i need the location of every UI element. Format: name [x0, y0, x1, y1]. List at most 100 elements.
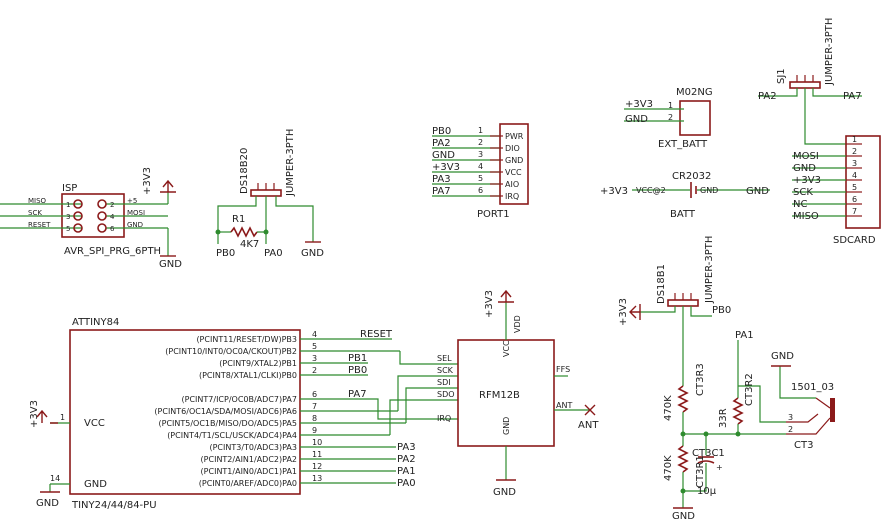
- batt-left-net: +3V3: [600, 186, 628, 197]
- attiny-num-9: 9: [312, 426, 317, 435]
- attiny-label-pa5: (PCINT5/OC1B/MISO/DO/ADC5)PA5: [159, 419, 298, 428]
- ct-rbot-name: CT3R1: [695, 455, 706, 488]
- sdcard-pin-7: 7: [852, 207, 857, 216]
- attiny-net-pa1: PA1: [397, 466, 416, 477]
- ct-rmid-value: 33R: [718, 408, 729, 428]
- port1-pin-5: 5: [478, 174, 483, 183]
- batt-vcc-pin: VCC@2: [636, 186, 666, 195]
- rfm-pin-sdo: SDO: [437, 390, 455, 399]
- isp-label-mosi: MOSI: [127, 209, 145, 217]
- port1-pin-6: 6: [478, 186, 483, 195]
- r1-value: 4K7: [240, 239, 259, 250]
- ext-batt-net-2: GND: [625, 114, 648, 125]
- ds18b1-jumper: DS18B1 JUMPER-3PTH +3V3 PB0: [618, 236, 731, 326]
- attiny-pin-row-pb1: (PCINT9/XTAL2)PB1 3 PB1: [219, 353, 368, 368]
- attiny-num-5: 5: [312, 342, 317, 351]
- attiny-gnd-symbol: GND: [36, 498, 59, 509]
- attiny-num-2: 2: [312, 366, 317, 375]
- r1-name: R1: [232, 214, 245, 225]
- sdcard-pin-2: 2: [852, 147, 857, 156]
- ct-jack-value: 1501_03: [791, 382, 834, 393]
- sdcard-label-miso: MISO: [793, 211, 819, 222]
- attiny-net-pa7: PA7: [348, 389, 367, 400]
- sj1-name: SJ1: [776, 68, 787, 84]
- attiny-name: ATTINY84: [72, 317, 119, 328]
- port1-pin-2: 2: [478, 138, 483, 147]
- ds18b1-value: JUMPER-3PTH: [704, 236, 715, 304]
- batt-gnd-pin: GND: [700, 186, 718, 195]
- attiny-label-pa0: (PCINT0/AREF/ADC0)PA0: [199, 479, 297, 488]
- port1-connector: PB0 PA2 GND +3V3 PA3 PA7 1 2 3 4 5 6 PWR…: [432, 123, 529, 220]
- port1-net-1: PB0: [432, 126, 451, 137]
- rfm-vcc-pin: VCC: [502, 340, 511, 357]
- attiny-num-3: 3: [312, 354, 317, 363]
- sdcard-pin-5: 5: [852, 183, 857, 192]
- sdcard-label-nc: NC: [793, 199, 807, 210]
- ds18b1-net-pb0: PB0: [712, 305, 731, 316]
- isp-label-miso: MISO: [28, 197, 47, 205]
- sj1-jumper: SJ1 JUMPER-3PTH PA2 PA7: [758, 18, 862, 145]
- coin-battery: CR2032 +3V3 VCC@2 GND GND BATT: [600, 171, 770, 220]
- attiny-value: TINY24/44/84-PU: [71, 500, 157, 511]
- ds18b20-net-pa0: PA0: [264, 248, 283, 259]
- ct-jack-name: CT3: [794, 440, 813, 451]
- ds18b1-name: DS18B1: [656, 264, 667, 304]
- batt-value: CR2032: [672, 171, 711, 182]
- isp-pin-1: 1: [66, 201, 70, 209]
- port1-label-pwr: PWR: [505, 132, 524, 141]
- sdcard-label-sck: SCK: [793, 187, 813, 198]
- attiny-supply-label: +3V3: [29, 400, 40, 428]
- attiny-num-10: 10: [312, 438, 322, 447]
- attiny-gnd-pin: 14: [50, 474, 60, 483]
- rfm-pin-irq: IRQ: [437, 414, 451, 423]
- rfm-pin-sck: SCK: [437, 366, 454, 375]
- attiny-net-pa2: PA2: [397, 454, 416, 465]
- attiny-pin-row-pa0: (PCINT0/AREF/ADC0)PA0 13 PA0: [199, 474, 416, 489]
- port1-label-aio: AIO: [505, 180, 519, 189]
- isp-pin-5: 5: [66, 225, 70, 233]
- attiny-pin-row-pa2: (PCINT2/AIN1/ADC2)PA2 11 PA2: [201, 450, 416, 465]
- attiny-vcc-pin: 1: [60, 413, 65, 422]
- ext-batt-pin-2: 2: [668, 113, 673, 122]
- attiny-label-pa3: (PCINT3/T0/ADC3)PA3: [209, 443, 297, 452]
- attiny-pin-row-pa6: (PCINT6/OC1A/SDA/MOSI/ADC6)PA6 7: [154, 402, 398, 416]
- port1-net-4: +3V3: [432, 162, 460, 173]
- sdcard-connector: MOSI GND +3V3 SCK NC MISO 1 2 3 4 5 6 7 …: [792, 135, 881, 246]
- rfm-supply-label: +3V3: [484, 290, 495, 318]
- ct-jack-pin-3: 3: [788, 413, 793, 422]
- rfm-pin-ffs: FFS: [556, 365, 570, 374]
- port1-pin-4: 4: [478, 162, 483, 171]
- ds18b20-value: JUMPER-3PTH: [285, 129, 296, 197]
- isp-pin-6: 6: [110, 225, 115, 233]
- ext-batt-value: M02NG: [676, 87, 713, 98]
- sdcard-pin-3: 3: [852, 159, 857, 168]
- attiny-pin-row-pb2: (PCINT10/INT0/OC0A/CKOUT)PB2 5: [165, 342, 400, 356]
- port1-pin-3: 3: [478, 150, 483, 159]
- batt-name: BATT: [670, 209, 696, 220]
- attiny84-mcu: ATTINY84 TINY24/44/84-PU VCC 1 +3V3 GND …: [29, 317, 458, 511]
- sdcard-pin-4: 4: [852, 171, 857, 180]
- rfm-gnd-pin: GND: [502, 417, 511, 435]
- attiny-net-pb0: PB0: [348, 365, 367, 376]
- attiny-pin-row-pa7: (PCINT7/ICP/OC0B/ADC7)PA7 6 PA7: [182, 389, 368, 404]
- sdcard-label-3v3: +3V3: [793, 175, 821, 186]
- attiny-pin-row-pb3: (PCINT11/RESET/DW)PB3 4 RESET: [196, 329, 392, 344]
- isp-label-sck: SCK: [28, 209, 42, 217]
- rfm-pin-sdi: SDI: [437, 378, 451, 387]
- ct-net-pa1: PA1: [735, 330, 754, 341]
- ct-rtop-value: 470K: [663, 395, 674, 421]
- isp-value: AVR_SPI_PRG_6PTH: [64, 246, 161, 257]
- attiny-pin-row-pa5: (PCINT5/OC1B/MISO/DO/ADC5)PA5 8: [159, 414, 406, 428]
- ct-cap-name: CT3C1: [692, 448, 725, 459]
- isp-connector: ISP MISO SCK RESET 1 3 5 2 4 6 +5 MOSI G…: [0, 167, 182, 270]
- rfm-name: RFM12B: [479, 390, 520, 401]
- ext-batt-name: EXT_BATT: [658, 139, 708, 150]
- attiny-pin-row-pb0: (PCINT8/XTAL1/CLKI)PB0 2 PB0: [199, 365, 368, 380]
- ct-rbot-value: 470K: [663, 455, 674, 481]
- attiny-num-6: 6: [312, 390, 317, 399]
- ds18b20-jumper: DS18B20 JUMPER-3PTH R1 4K7 PB0 PA0 GND: [215, 129, 324, 259]
- ct-rmid-name: CT3R2: [744, 373, 755, 406]
- attiny-label-pb1: (PCINT9/XTAL2)PB1: [219, 359, 297, 368]
- port1-net-6: PA7: [432, 186, 451, 197]
- attiny-net-pa3: PA3: [397, 442, 416, 453]
